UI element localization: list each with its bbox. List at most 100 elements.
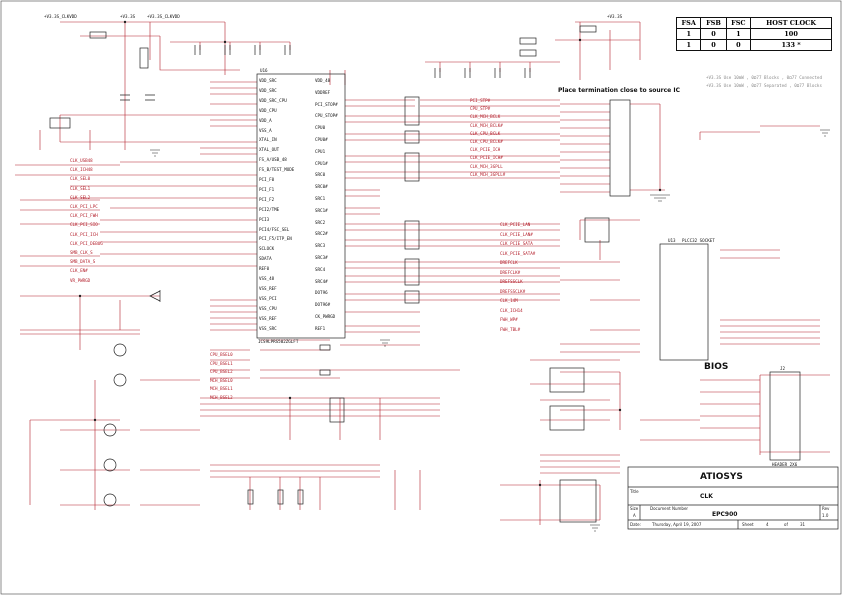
ic-pin-label: VSS_REF (259, 315, 277, 321)
signal-net-label: FWH_TBL# (500, 326, 521, 332)
header-connector (769, 371, 801, 461)
ic-pin-label: PCI_F0 (259, 177, 275, 182)
col-fsb: FSB (700, 17, 727, 29)
ic-pin-label: VSS_48 (259, 276, 275, 281)
ic-pin-label: VDD_48 (315, 78, 331, 83)
signal-net-label: CLK_PCIE_LAN (500, 222, 531, 227)
signal-net-label: PCI_STP# (470, 98, 491, 103)
signal-net-label: MCH_BSEL1 (210, 386, 233, 391)
rev-label: Rev (822, 506, 830, 511)
ic-pin-label: DOT96# (315, 302, 331, 308)
sheet-label: Sheet (742, 522, 754, 527)
ic-pin-label: CPU1# (315, 160, 328, 166)
table-cell: 0 (700, 39, 727, 51)
signal-net-label: CLK_MCH_3GPLL# (470, 171, 506, 177)
host-clock-frequency-table: FSA FSB FSC HOST CLOCK 1 0 1 100 1 0 0 1… (675, 17, 832, 51)
signal-net-label: DREFSSCLK (500, 279, 523, 284)
document-number: EPC900 (712, 511, 738, 518)
of-label: of (784, 522, 788, 527)
table-cell: 1 (675, 39, 702, 51)
clock-generator-ic (256, 73, 346, 339)
ic-pin-label: SRC0 (315, 172, 326, 178)
ic-pin-label: REF1 (315, 325, 326, 331)
ic-pin-label: DOT96 (315, 290, 328, 296)
ic-pin-label: SRC3# (315, 255, 328, 260)
signal-net-label: CLK_EN# (70, 268, 88, 274)
ic-pin-label: VDD_CPU (259, 107, 277, 113)
bios-socket (659, 243, 709, 361)
bottom-buffer-ic (559, 479, 597, 523)
net-label-clkvdd-left: +V3.3S_CLKVDD (44, 14, 77, 19)
ic-pin-label: VSS_SRC (259, 325, 277, 331)
ic-pin-label: SRC3 (315, 243, 326, 249)
ic-pin-label: SRC1 (315, 196, 326, 201)
ic-pin-label: VSS_REF (259, 285, 277, 291)
document-number-label: Document Number (650, 506, 689, 511)
ic-pin-label: SRC1# (315, 207, 328, 213)
signal-net-label: CLK_SEL1 (70, 185, 91, 191)
signal-net-label: CPU_STP# (470, 106, 491, 112)
signal-net-label: CLK_PCI_LPC (70, 204, 98, 209)
signal-net-label: CLK_ICH48 (70, 167, 93, 173)
signal-net-label: CPU_BSEL1 (210, 360, 233, 366)
signal-net-label: CLK_ICH14 (500, 307, 523, 313)
sheet-number: 4 (766, 522, 769, 527)
connector-ref: J2 (780, 366, 786, 371)
ic-pin-label: SCLOCK (259, 246, 275, 252)
company-name: ATIOSYS (700, 472, 743, 482)
ic-pin-label: SRC2# (315, 231, 328, 237)
signal-net-label: CLK_MCH_BCLK# (470, 122, 503, 128)
net-label-v33s-left: +V3.3S (120, 14, 136, 19)
ic-pin-label: PCI4/FSC_SEL (259, 226, 290, 232)
table-cell: 1 (675, 28, 702, 40)
ic-pin-label: SDATA (259, 256, 272, 262)
ic-pin-label: SRC4# (315, 278, 328, 284)
date-label: Date: (630, 522, 641, 527)
sheet-total: 31 (800, 522, 806, 527)
ic-pin-label: SRC2 (315, 219, 326, 225)
ic-pin-label: XTAL_OUT (259, 147, 280, 153)
ic-pin-label: FS_B/TEST_MODE (259, 167, 295, 173)
table-cell: 133 * (750, 39, 832, 51)
ic-pin-label: VDDREF (315, 89, 331, 95)
signal-net-label: SMB_CLK_S (70, 250, 93, 255)
ic-pin-label: REF0 (259, 266, 270, 272)
signal-net-label: DREFCLK# (500, 269, 521, 275)
ic-pin-label: VDD_SRC (259, 87, 277, 93)
connector-part: HEADER 2X6 (772, 462, 798, 467)
wire-network (15, 21, 830, 525)
sheet-title: CLK (700, 493, 713, 500)
ic-pin-label: PCI_F1 (259, 186, 275, 192)
layout-note-1: +V3.3S Use 10mW , 0Ω77 Blocks , 0Ω77 Con… (706, 75, 822, 80)
ic-pin-label: PCI_STOP# (315, 101, 338, 107)
component-bodies (49, 25, 801, 523)
signal-net-label: CLK_PCI_FWH (70, 213, 98, 219)
ic-pin-label: CPU_STOP# (315, 113, 338, 119)
signal-net-label: CLK_PCIE_ICH# (470, 155, 503, 161)
bios-ic-ref: U13 (668, 238, 676, 243)
ic-pin-label: PCI_F2 (259, 196, 275, 202)
signal-net-label: MCH_BSEL0 (210, 377, 233, 383)
ic-pin-label: CK_PWRGD (315, 314, 336, 319)
ic-pin-label: PCI_F5/ITP_EN (259, 236, 292, 242)
bios-label: BIOS (704, 362, 729, 372)
ic-pin-label: VDD_SRC (259, 78, 277, 83)
signal-net-label: CLK_SEL0 (70, 176, 91, 182)
signal-net-label: CLK_PCIE_SATA# (500, 250, 536, 256)
ic-pin-label: CPU1 (315, 148, 326, 154)
ic-pin-label: SRC4 (315, 266, 326, 272)
main-ic-ref: U16 (260, 68, 268, 73)
col-fsc: FSC (725, 17, 752, 29)
net-label-clkvdd-mid: +V3.3S_CLKVDD (147, 14, 180, 19)
termination-resistor-array (609, 99, 631, 197)
signal-net-label: CPU_BSEL2 (210, 369, 233, 374)
table-cell: 0 (700, 28, 727, 40)
signal-net-label: CLK_PCIE_LAN# (500, 231, 533, 237)
signal-net-label: CLK_PCI_DEBUG (70, 240, 103, 246)
ic-pin-label: PCI3 (259, 216, 270, 222)
signal-net-label: CLK_PCIE_SATA (500, 241, 533, 246)
col-fsa: FSA (675, 17, 702, 29)
signal-net-label: FWH_WP# (500, 317, 518, 322)
date-value: Thursday, April 19, 2007 (652, 522, 702, 527)
